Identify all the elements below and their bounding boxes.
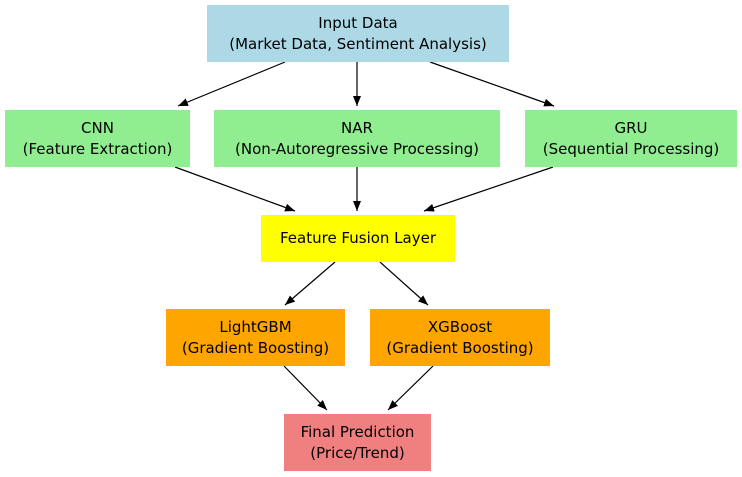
node-feature-fusion-layer: Feature Fusion Layer [261,215,455,262]
node-cnn-title: CNN [81,118,114,137]
node-gru-title: GRU [614,118,648,137]
edge-input-to-cnn [177,61,286,107]
node-input-data-subtitle: (Market Data, Sentiment Analysis) [229,34,487,53]
node-cnn-subtitle: (Feature Extraction) [22,139,173,158]
node-nar-subtitle: (Non-Autoregressive Processing) [235,139,479,158]
edge-fusion-to-lightgbm [284,261,336,306]
edge-lightgbm-to-final [283,365,328,411]
node-nar: NAR (Non-Autoregressive Processing) [214,110,500,167]
node-final-prediction-title: Final Prediction [300,422,415,441]
edge-input-to-gru [429,61,555,107]
node-nar-title: NAR [341,118,373,137]
node-final-prediction-subtitle: (Price/Trend) [310,443,405,462]
node-gru-subtitle: (Sequential Processing) [542,139,720,158]
node-lightgbm-title: LightGBM [219,317,292,336]
edge-xgboost-to-final [387,365,434,411]
edge-cnn-to-fusion [174,166,296,212]
node-cnn: CNN (Feature Extraction) [5,110,190,167]
node-final-prediction: Final Prediction (Price/Trend) [284,414,431,471]
node-input-data: Input Data (Market Data, Sentiment Analy… [207,5,509,62]
node-gru: GRU (Sequential Processing) [525,110,737,167]
node-feature-fusion-layer-title: Feature Fusion Layer [279,229,437,247]
edge-fusion-to-xgboost [379,261,429,306]
edge-gru-to-fusion [423,166,554,212]
node-input-data-title: Input Data [318,13,398,32]
node-lightgbm-subtitle: (Gradient Boosting) [181,338,330,357]
node-lightgbm: LightGBM (Gradient Boosting) [166,309,345,366]
node-xgboost-subtitle: (Gradient Boosting) [386,338,534,357]
node-xgboost: XGBoost (Gradient Boosting) [370,309,550,366]
node-xgboost-title: XGBoost [427,317,493,336]
